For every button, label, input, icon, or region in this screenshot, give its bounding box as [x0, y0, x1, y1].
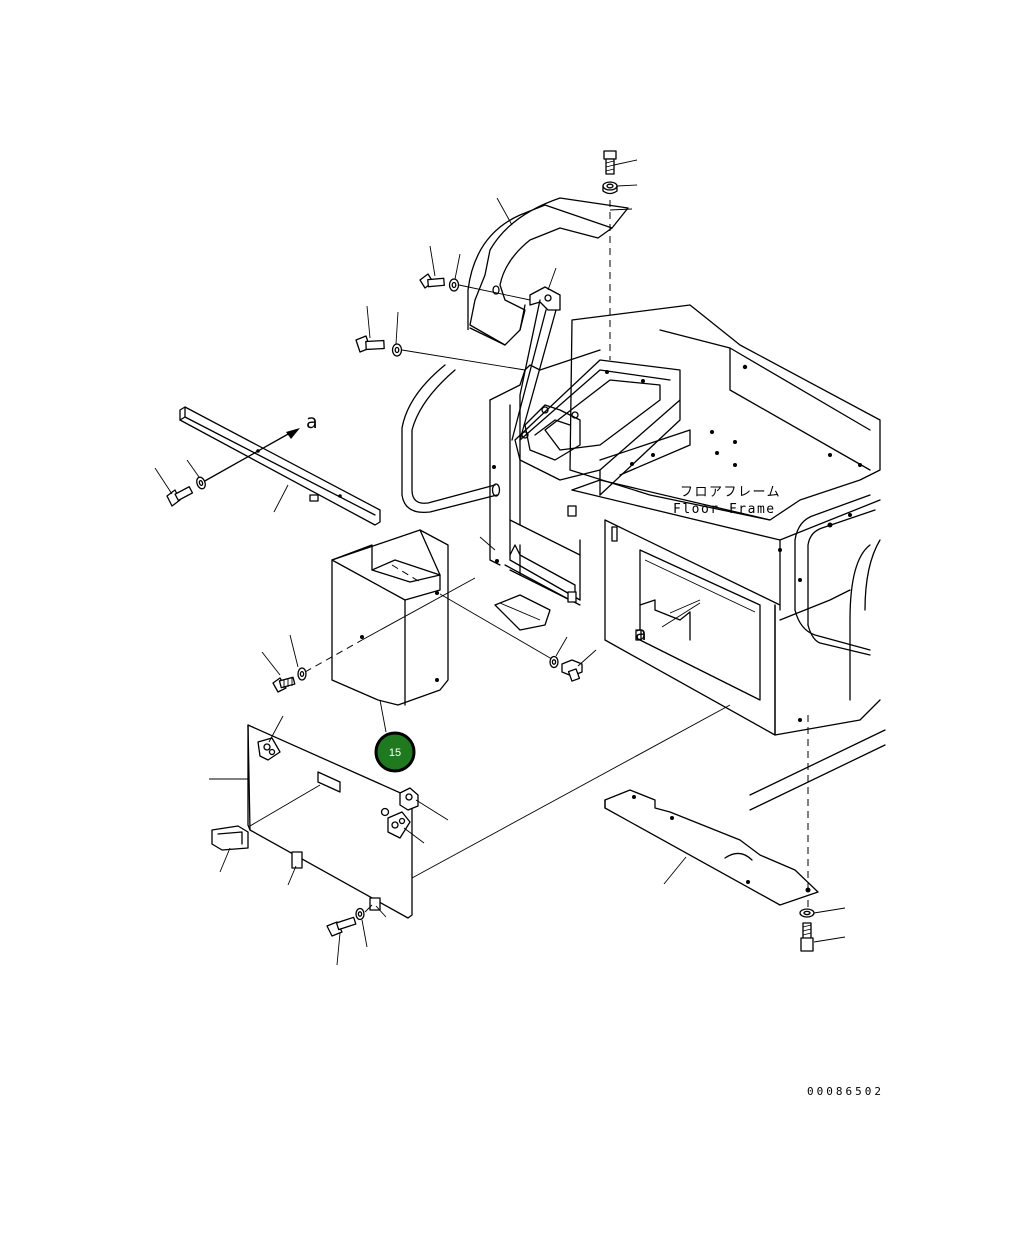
callout-marker[interactable] — [374, 731, 416, 773]
handle — [211, 825, 249, 851]
floor-frame-label-en: Floor Frame — [673, 502, 776, 517]
washer-upper-left — [448, 278, 460, 292]
detail-ref-a-upper: a — [306, 411, 318, 433]
bolt-mid-left — [355, 335, 385, 353]
console-stand — [489, 349, 691, 641]
washer-cover-right — [549, 655, 559, 669]
box-cover — [304, 529, 558, 733]
washer-mid-left — [391, 343, 403, 357]
angle-rail: a — [166, 406, 381, 526]
bolt-top — [603, 150, 617, 175]
callout-15[interactable]: 15 — [374, 731, 416, 773]
washer-cover-left — [297, 667, 307, 681]
latch-lower-right — [387, 811, 411, 839]
bottom-plate — [604, 715, 819, 915]
floor-frame — [569, 304, 886, 811]
bolt-panel — [326, 916, 357, 937]
detail-ref-a-lower: a — [635, 623, 647, 645]
washer-top — [602, 181, 618, 195]
washer-rail — [196, 476, 206, 490]
knob — [399, 787, 419, 811]
bolt-bottom — [800, 922, 814, 952]
washer-panel — [355, 907, 365, 921]
washer-bottom — [799, 908, 815, 918]
bolt-cover-right — [561, 659, 583, 682]
floor-frame-label: フロアフレーム Floor Frame — [673, 485, 781, 517]
document-number: 00086502 — [807, 1085, 884, 1098]
top-bolt-group — [355, 150, 618, 371]
upper-duct-cover — [467, 197, 629, 526]
bolt-cover-left — [272, 676, 296, 693]
front-panel — [211, 704, 731, 919]
latch-upper-left — [257, 737, 281, 761]
callout-number[interactable]: 15 — [389, 747, 401, 759]
leader-lines — [154, 159, 846, 966]
bolt-upper-left — [419, 273, 445, 289]
floor-frame-label-jp: フロアフレーム — [680, 485, 781, 500]
bolt-rail — [166, 486, 194, 507]
left-handrail — [401, 364, 501, 514]
frame-holes — [710, 364, 862, 722]
